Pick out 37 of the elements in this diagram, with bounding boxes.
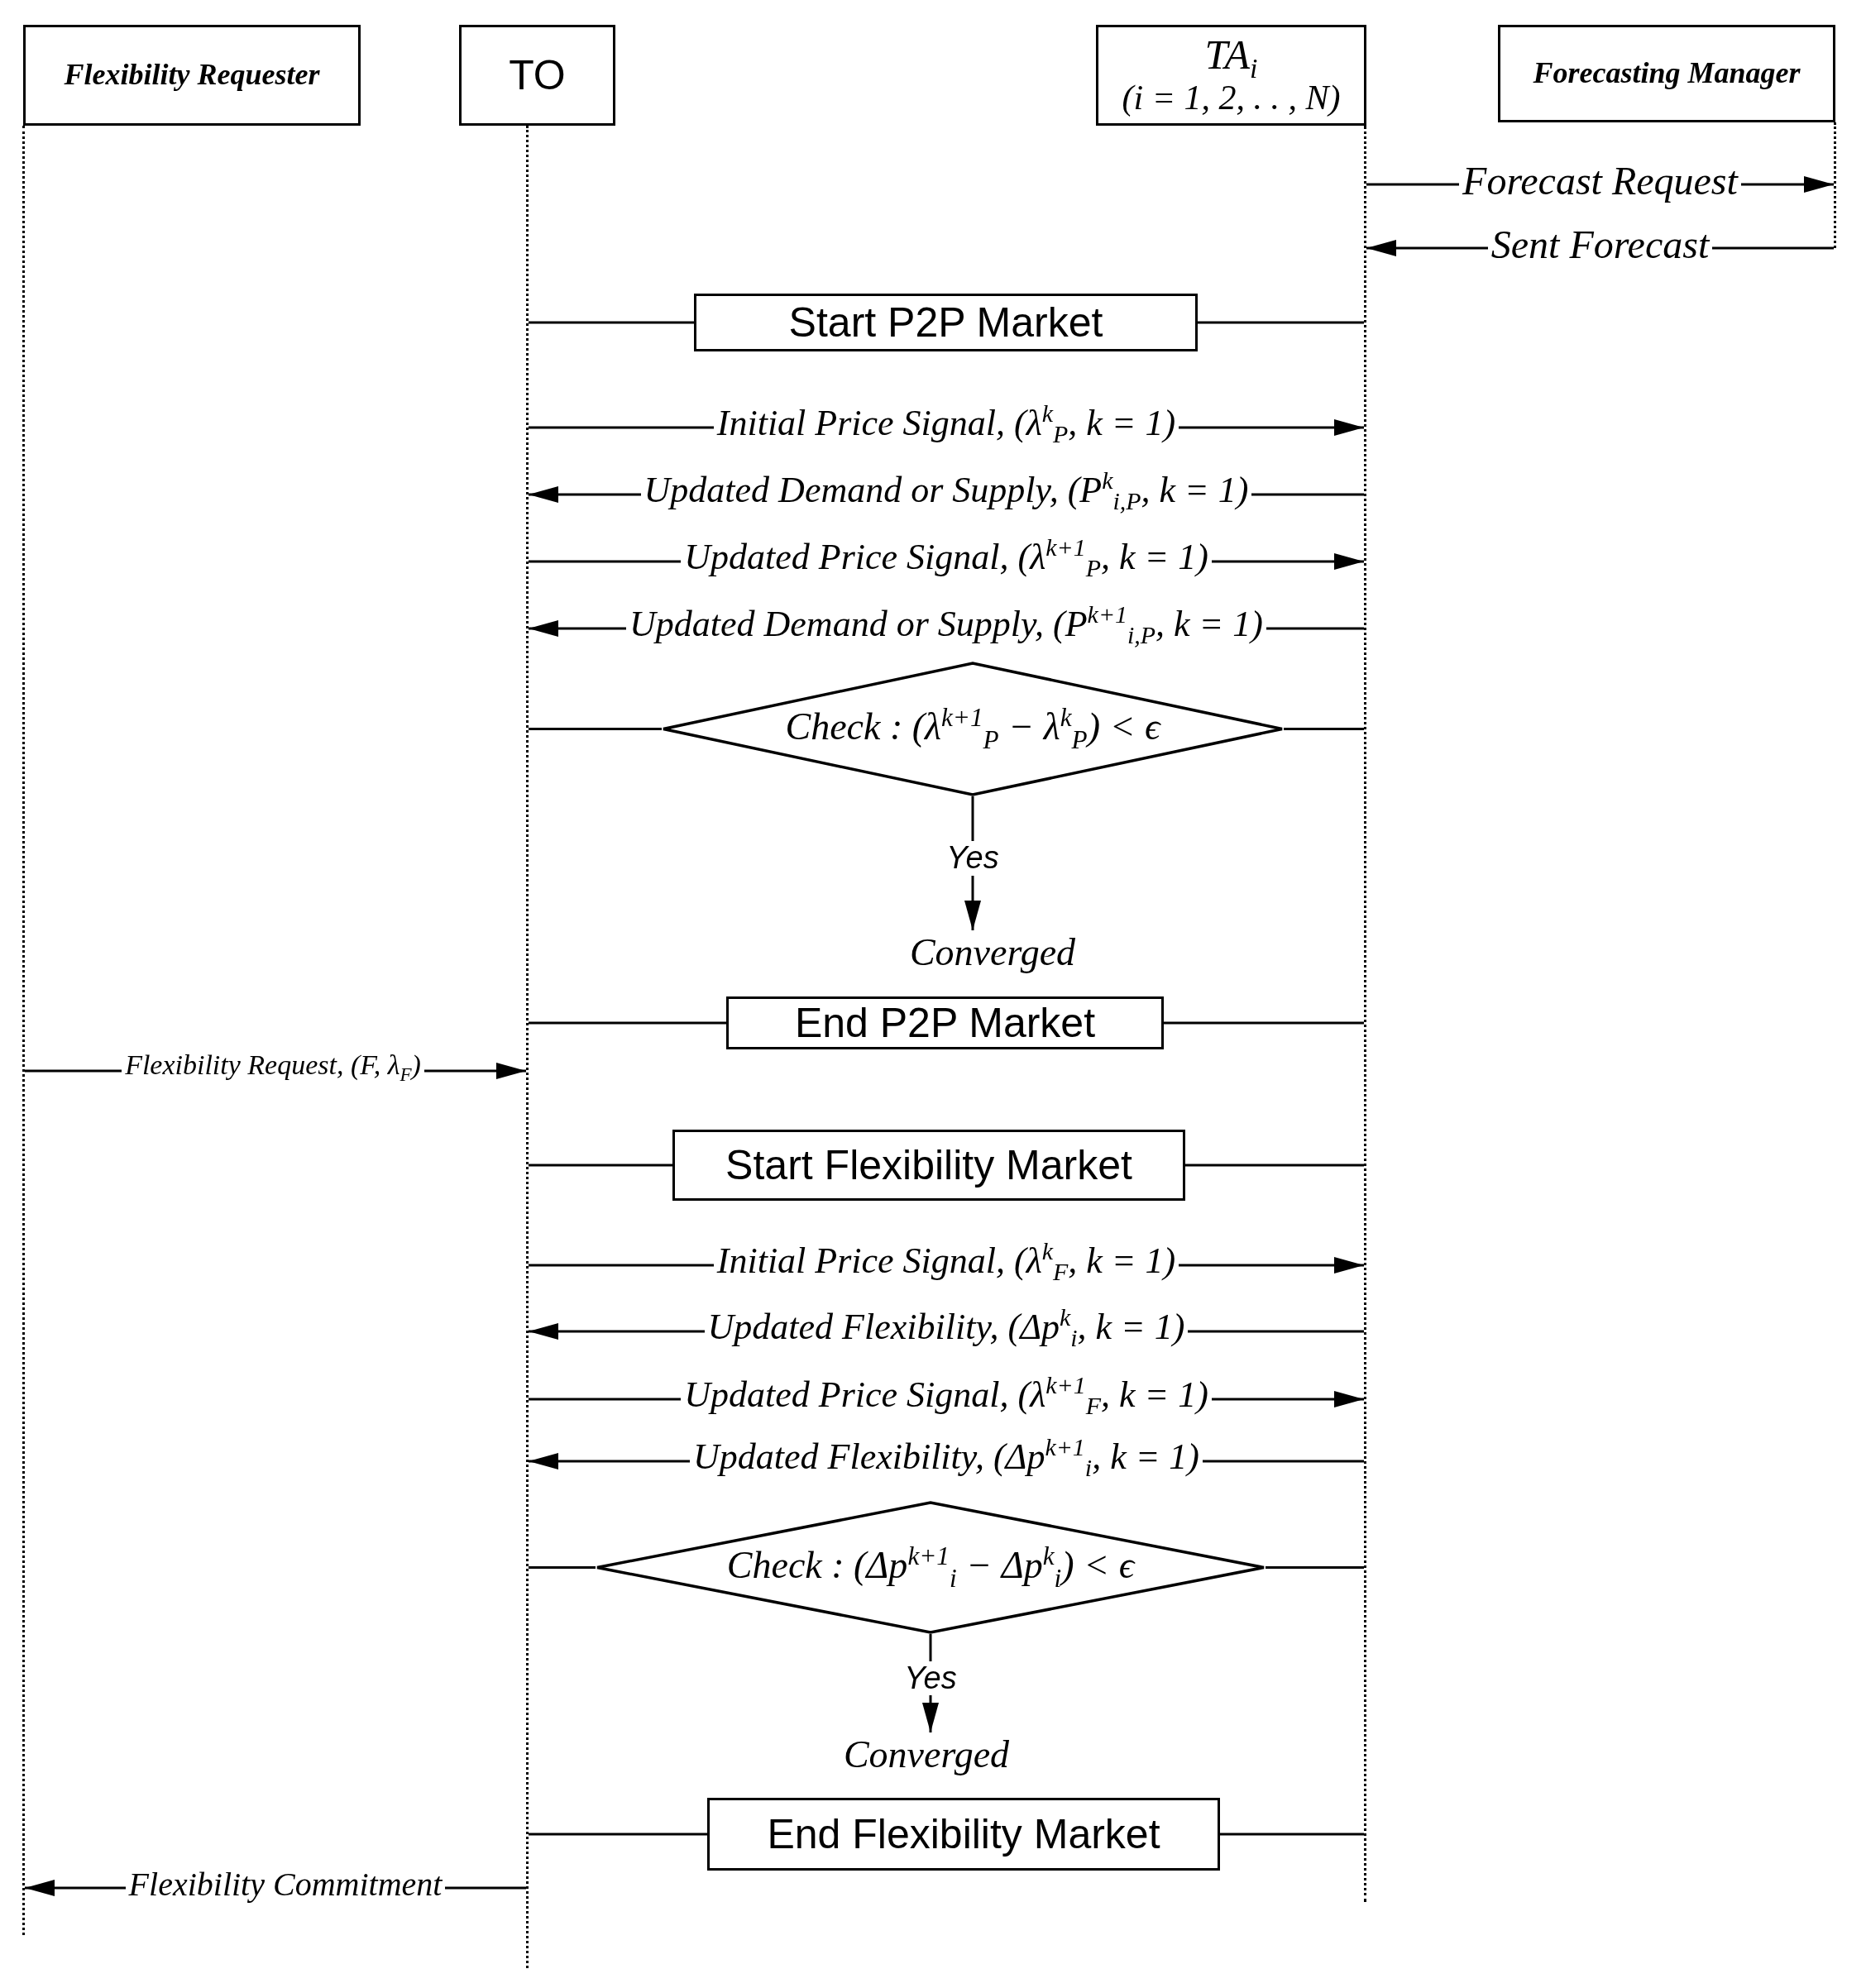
connector-line <box>529 321 694 324</box>
participant-name: TO <box>509 52 566 98</box>
outcome-text: Converged <box>843 1732 1010 1776</box>
lifeline <box>1364 126 1366 1902</box>
index-range: (i = 1, 2, . . , N) <box>1122 82 1341 116</box>
box-title: Start Flexibility Market <box>725 1141 1132 1189</box>
connector-line <box>529 1021 726 1025</box>
connector-line <box>1266 1566 1364 1569</box>
lifeline <box>1834 122 1836 248</box>
condition-text: Check : (Δp$^{k+1}$$_{i}$ − Δp$^{k}$$_{i}$) < ϵ <box>726 1541 1135 1594</box>
box-title: End Flexibility Market <box>767 1810 1160 1858</box>
phase-box <box>707 1798 1220 1871</box>
participant-name: Flexibility Requester <box>64 59 320 92</box>
box-title: Start P2P Market <box>788 299 1103 346</box>
connector-line <box>1198 321 1364 324</box>
participant-name: Forecasting Manager <box>1533 57 1801 90</box>
connector-line <box>1284 728 1364 730</box>
participant-box <box>459 25 615 126</box>
phase-box <box>672 1130 1185 1201</box>
lifeline <box>526 126 529 1968</box>
lifeline <box>22 126 25 1935</box>
participant-box <box>1096 25 1366 126</box>
outcome-text: Converged <box>909 929 1076 974</box>
participant-name: TA$_{i}$ <box>1204 35 1258 83</box>
participant-box <box>23 25 361 126</box>
participant-box <box>1498 25 1835 122</box>
phase-box <box>726 996 1164 1049</box>
connector-line <box>1164 1021 1364 1025</box>
box-title: End P2P Market <box>794 999 1096 1047</box>
connector-line <box>529 1566 596 1569</box>
condition-text: Check : (λ$^{k+1}$$_{P}$ − λ$^{k}$$_{P}$) < ϵ <box>785 703 1160 755</box>
connector-line <box>1185 1164 1364 1167</box>
connector-line <box>529 728 662 730</box>
connector-line <box>1220 1833 1364 1836</box>
phase-box <box>694 294 1198 351</box>
connector-line <box>529 1833 707 1836</box>
connector-line <box>529 1164 672 1167</box>
